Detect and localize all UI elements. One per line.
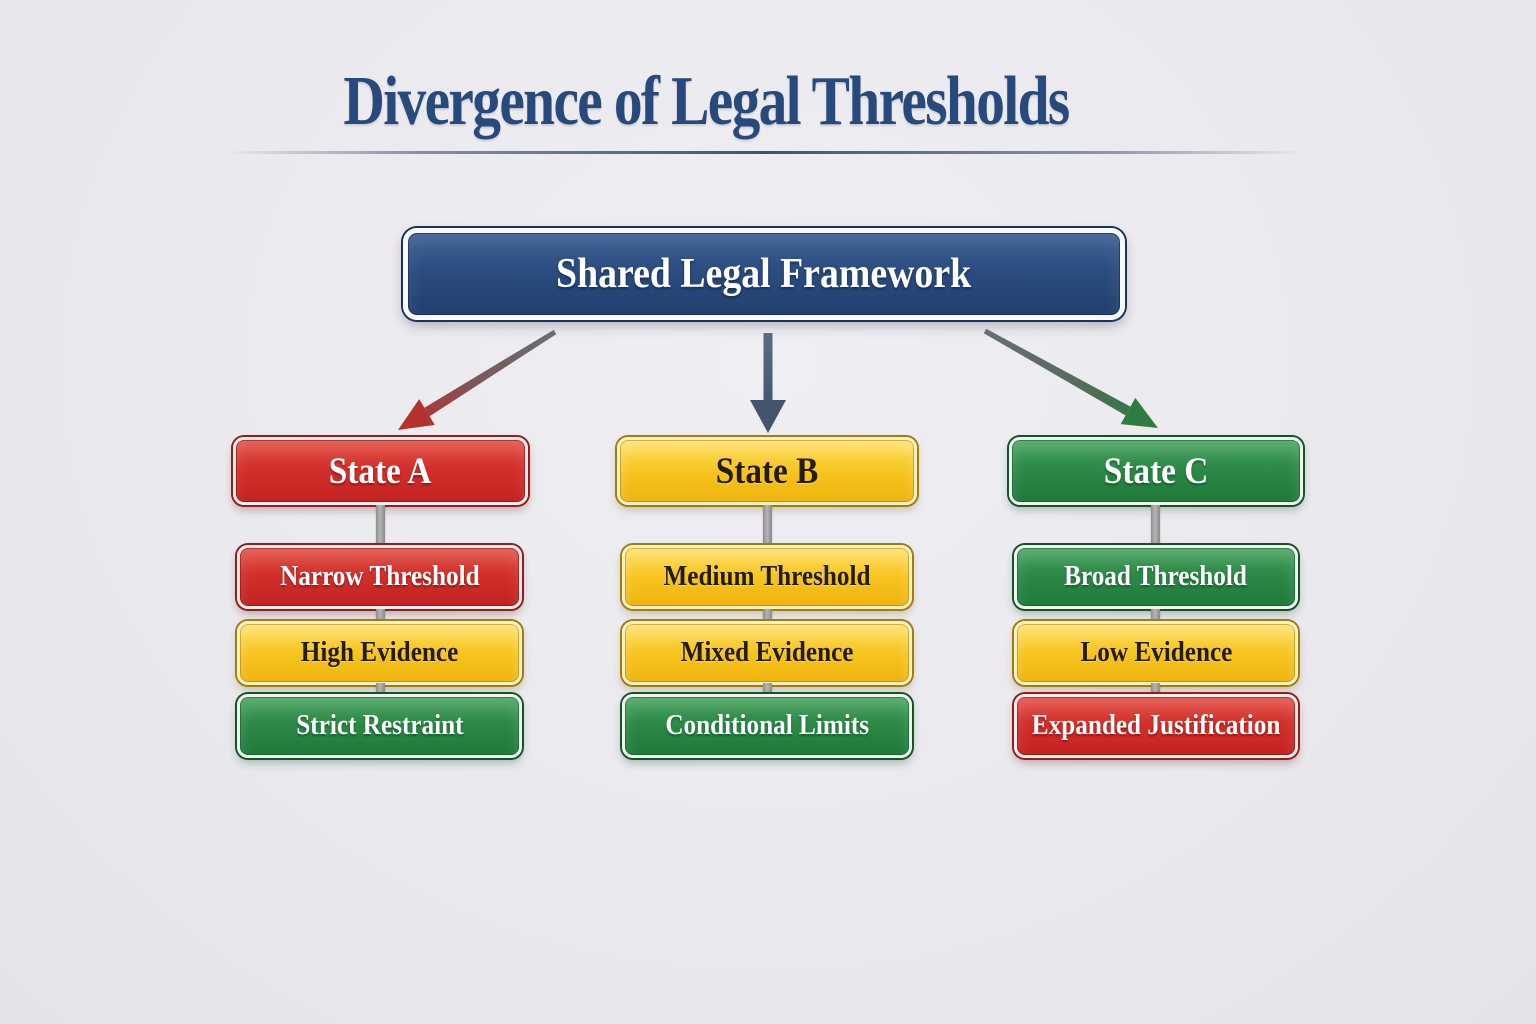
state-a-header: State A (233, 437, 528, 505)
title-divider-line (226, 151, 1304, 154)
state-c-label: State C (1103, 450, 1209, 492)
state-c-item-expanded-justification: Expanded Justification (1014, 694, 1298, 758)
item-label: Mixed Evidence (680, 637, 854, 668)
item-label: Medium Threshold (663, 561, 871, 592)
connector-c-2 (1151, 609, 1160, 623)
connector-a-1 (376, 505, 385, 545)
arrow-to-state-c-icon (983, 328, 1158, 428)
item-label: Expanded Justification (1031, 710, 1281, 741)
root-node-shared-legal-framework: Shared Legal Framework (403, 228, 1125, 320)
root-node-label: Shared Legal Framework (556, 251, 972, 297)
connector-b-1 (763, 505, 772, 545)
state-a-label: State A (329, 450, 432, 492)
state-b-label: State B (715, 450, 819, 492)
state-c-header: State C (1009, 437, 1303, 505)
page-title: Divergence of Legal Thresholds (343, 63, 1070, 140)
item-label: Conditional Limits (665, 710, 869, 741)
connector-c-1 (1151, 505, 1160, 545)
item-label: Low Evidence (1080, 637, 1232, 668)
state-b-item-medium-threshold: Medium Threshold (622, 545, 912, 609)
item-label: Strict Restraint (295, 710, 464, 741)
state-c-item-low-evidence: Low Evidence (1014, 621, 1298, 685)
state-c-item-broad-threshold: Broad Threshold (1014, 545, 1298, 609)
connector-a-3 (376, 683, 385, 695)
connector-c-3 (1151, 683, 1160, 695)
state-b-item-mixed-evidence: Mixed Evidence (622, 621, 912, 685)
connector-b-2 (763, 609, 772, 623)
state-b-item-conditional-limits: Conditional Limits (622, 694, 912, 758)
item-label: Broad Threshold (1064, 561, 1248, 592)
state-a-item-narrow-threshold: Narrow Threshold (237, 545, 522, 609)
item-label: Narrow Threshold (279, 561, 480, 592)
state-b-header: State B (617, 437, 917, 505)
item-label: High Evidence (300, 637, 459, 668)
state-a-item-high-evidence: High Evidence (237, 621, 522, 685)
arrow-to-state-b-icon (750, 333, 786, 433)
connector-b-3 (763, 683, 772, 695)
arrow-to-state-a-icon (398, 329, 557, 430)
connector-a-2 (376, 609, 385, 623)
state-a-item-strict-restraint: Strict Restraint (237, 694, 522, 758)
